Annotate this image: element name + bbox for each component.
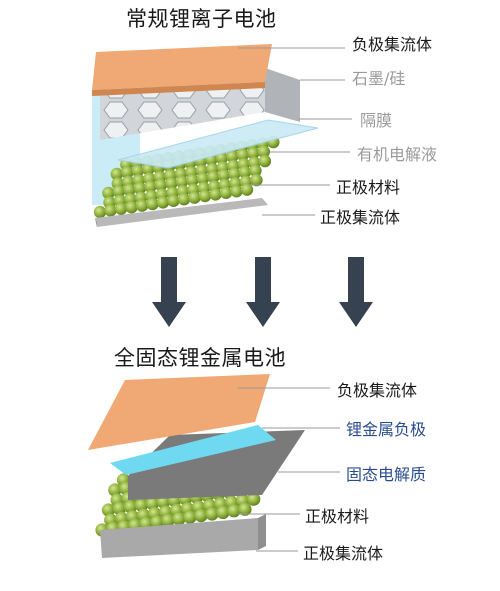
label-separator: 隔膜 bbox=[360, 111, 393, 130]
cathode-particle bbox=[161, 513, 175, 528]
lithium-metal-anode-layer bbox=[110, 425, 276, 475]
label-cathode-current-collector: 正极集流体 bbox=[320, 208, 401, 227]
cathode-particle bbox=[238, 502, 252, 516]
label-cathode-material: 正极材料 bbox=[336, 178, 401, 197]
down-arrow-icon bbox=[152, 257, 186, 327]
cathode-particle bbox=[104, 204, 117, 217]
label-lithium-metal-anode: 锂金属负极 bbox=[346, 420, 427, 439]
cathode-particle bbox=[142, 163, 155, 176]
cathode-particle bbox=[209, 188, 222, 201]
cathode-particle bbox=[156, 196, 170, 209]
cathode-particle bbox=[236, 148, 249, 161]
cathode-particle bbox=[258, 154, 272, 168]
cathode-particle bbox=[150, 515, 164, 529]
anode-current-collector-bottom bbox=[88, 374, 270, 450]
cathode-particle bbox=[257, 145, 270, 158]
cathode-particle bbox=[125, 201, 138, 214]
cathode-particle bbox=[198, 189, 212, 203]
anode-current-collector-top bbox=[92, 44, 272, 96]
cathode-particle bbox=[123, 500, 137, 514]
cathode-particle bbox=[175, 175, 189, 188]
cathode-current-collector-top bbox=[95, 198, 268, 227]
conventional-battery bbox=[92, 44, 352, 227]
cathode-particle bbox=[216, 505, 230, 519]
cathode-particle bbox=[196, 172, 210, 185]
cathode-particle bbox=[207, 170, 220, 184]
solid-state-battery bbox=[88, 374, 340, 558]
label-organic-electrolyte: 有机电解液 bbox=[357, 145, 438, 164]
cathode-particle bbox=[135, 199, 149, 212]
cathode-particle bbox=[93, 205, 107, 219]
cathode-particle bbox=[249, 164, 262, 177]
cathode-particle bbox=[238, 166, 252, 179]
cathode-particle bbox=[154, 178, 168, 192]
label-cathode-material-solid: 正极材料 bbox=[305, 507, 370, 526]
cathode-particle bbox=[240, 183, 254, 196]
cathode-particle bbox=[110, 167, 124, 181]
cathode-particle bbox=[101, 503, 115, 517]
cathode-particle bbox=[108, 483, 122, 497]
label-cathode-current-collector-solid: 正极集流体 bbox=[303, 544, 384, 563]
cathode-particle bbox=[131, 164, 144, 177]
cathode-particle bbox=[247, 147, 260, 160]
cathode-particle bbox=[188, 191, 201, 204]
cathode-particle bbox=[172, 512, 186, 526]
cathode-particle bbox=[219, 186, 233, 199]
cathode-particle bbox=[186, 174, 199, 187]
down-arrow-icon bbox=[246, 257, 280, 327]
cathode-particle bbox=[230, 185, 243, 198]
down-arrow-icon bbox=[339, 257, 373, 327]
transition-arrows bbox=[152, 257, 373, 327]
conventional-battery-title: 常规锂离子电池 bbox=[126, 7, 277, 31]
cathode-particle bbox=[227, 504, 241, 518]
cathode-particle bbox=[112, 185, 126, 198]
cathode-particle bbox=[145, 497, 159, 511]
cathode-particle bbox=[102, 186, 115, 200]
cathode-particle bbox=[133, 182, 147, 195]
cathode-particle bbox=[228, 167, 241, 180]
cathode-particle bbox=[165, 177, 178, 190]
label-solid-electrolyte: 固态电解质 bbox=[346, 465, 427, 484]
label-graphite-silicon: 石墨/硅 bbox=[352, 69, 406, 88]
cathode-particle bbox=[250, 173, 263, 187]
cathode-particle bbox=[217, 169, 231, 182]
cathode-particle bbox=[167, 194, 180, 207]
separator-layer bbox=[117, 119, 319, 169]
cathode-particle bbox=[114, 202, 128, 215]
cathode-particle bbox=[247, 492, 261, 506]
cathode-particle bbox=[146, 197, 159, 211]
cathode-particle bbox=[134, 498, 148, 512]
label-anode-current-collector: 负极集流体 bbox=[352, 35, 433, 54]
cathode-particle bbox=[226, 150, 239, 163]
cathode-particle bbox=[112, 501, 126, 515]
cathode-particle bbox=[121, 166, 134, 179]
label-anode-current-collector-solid: 负极集流体 bbox=[337, 381, 418, 400]
solid-state-battery-title: 全固态锂金属电池 bbox=[114, 346, 286, 370]
cathode-particle bbox=[183, 510, 197, 524]
cathode-current-collector-bottom bbox=[100, 518, 258, 558]
cathode-particle bbox=[194, 508, 208, 523]
cathode-particle bbox=[123, 183, 136, 196]
cathode-particle bbox=[205, 507, 219, 521]
cathode-particle bbox=[144, 180, 157, 193]
cathode-particle bbox=[177, 193, 191, 206]
